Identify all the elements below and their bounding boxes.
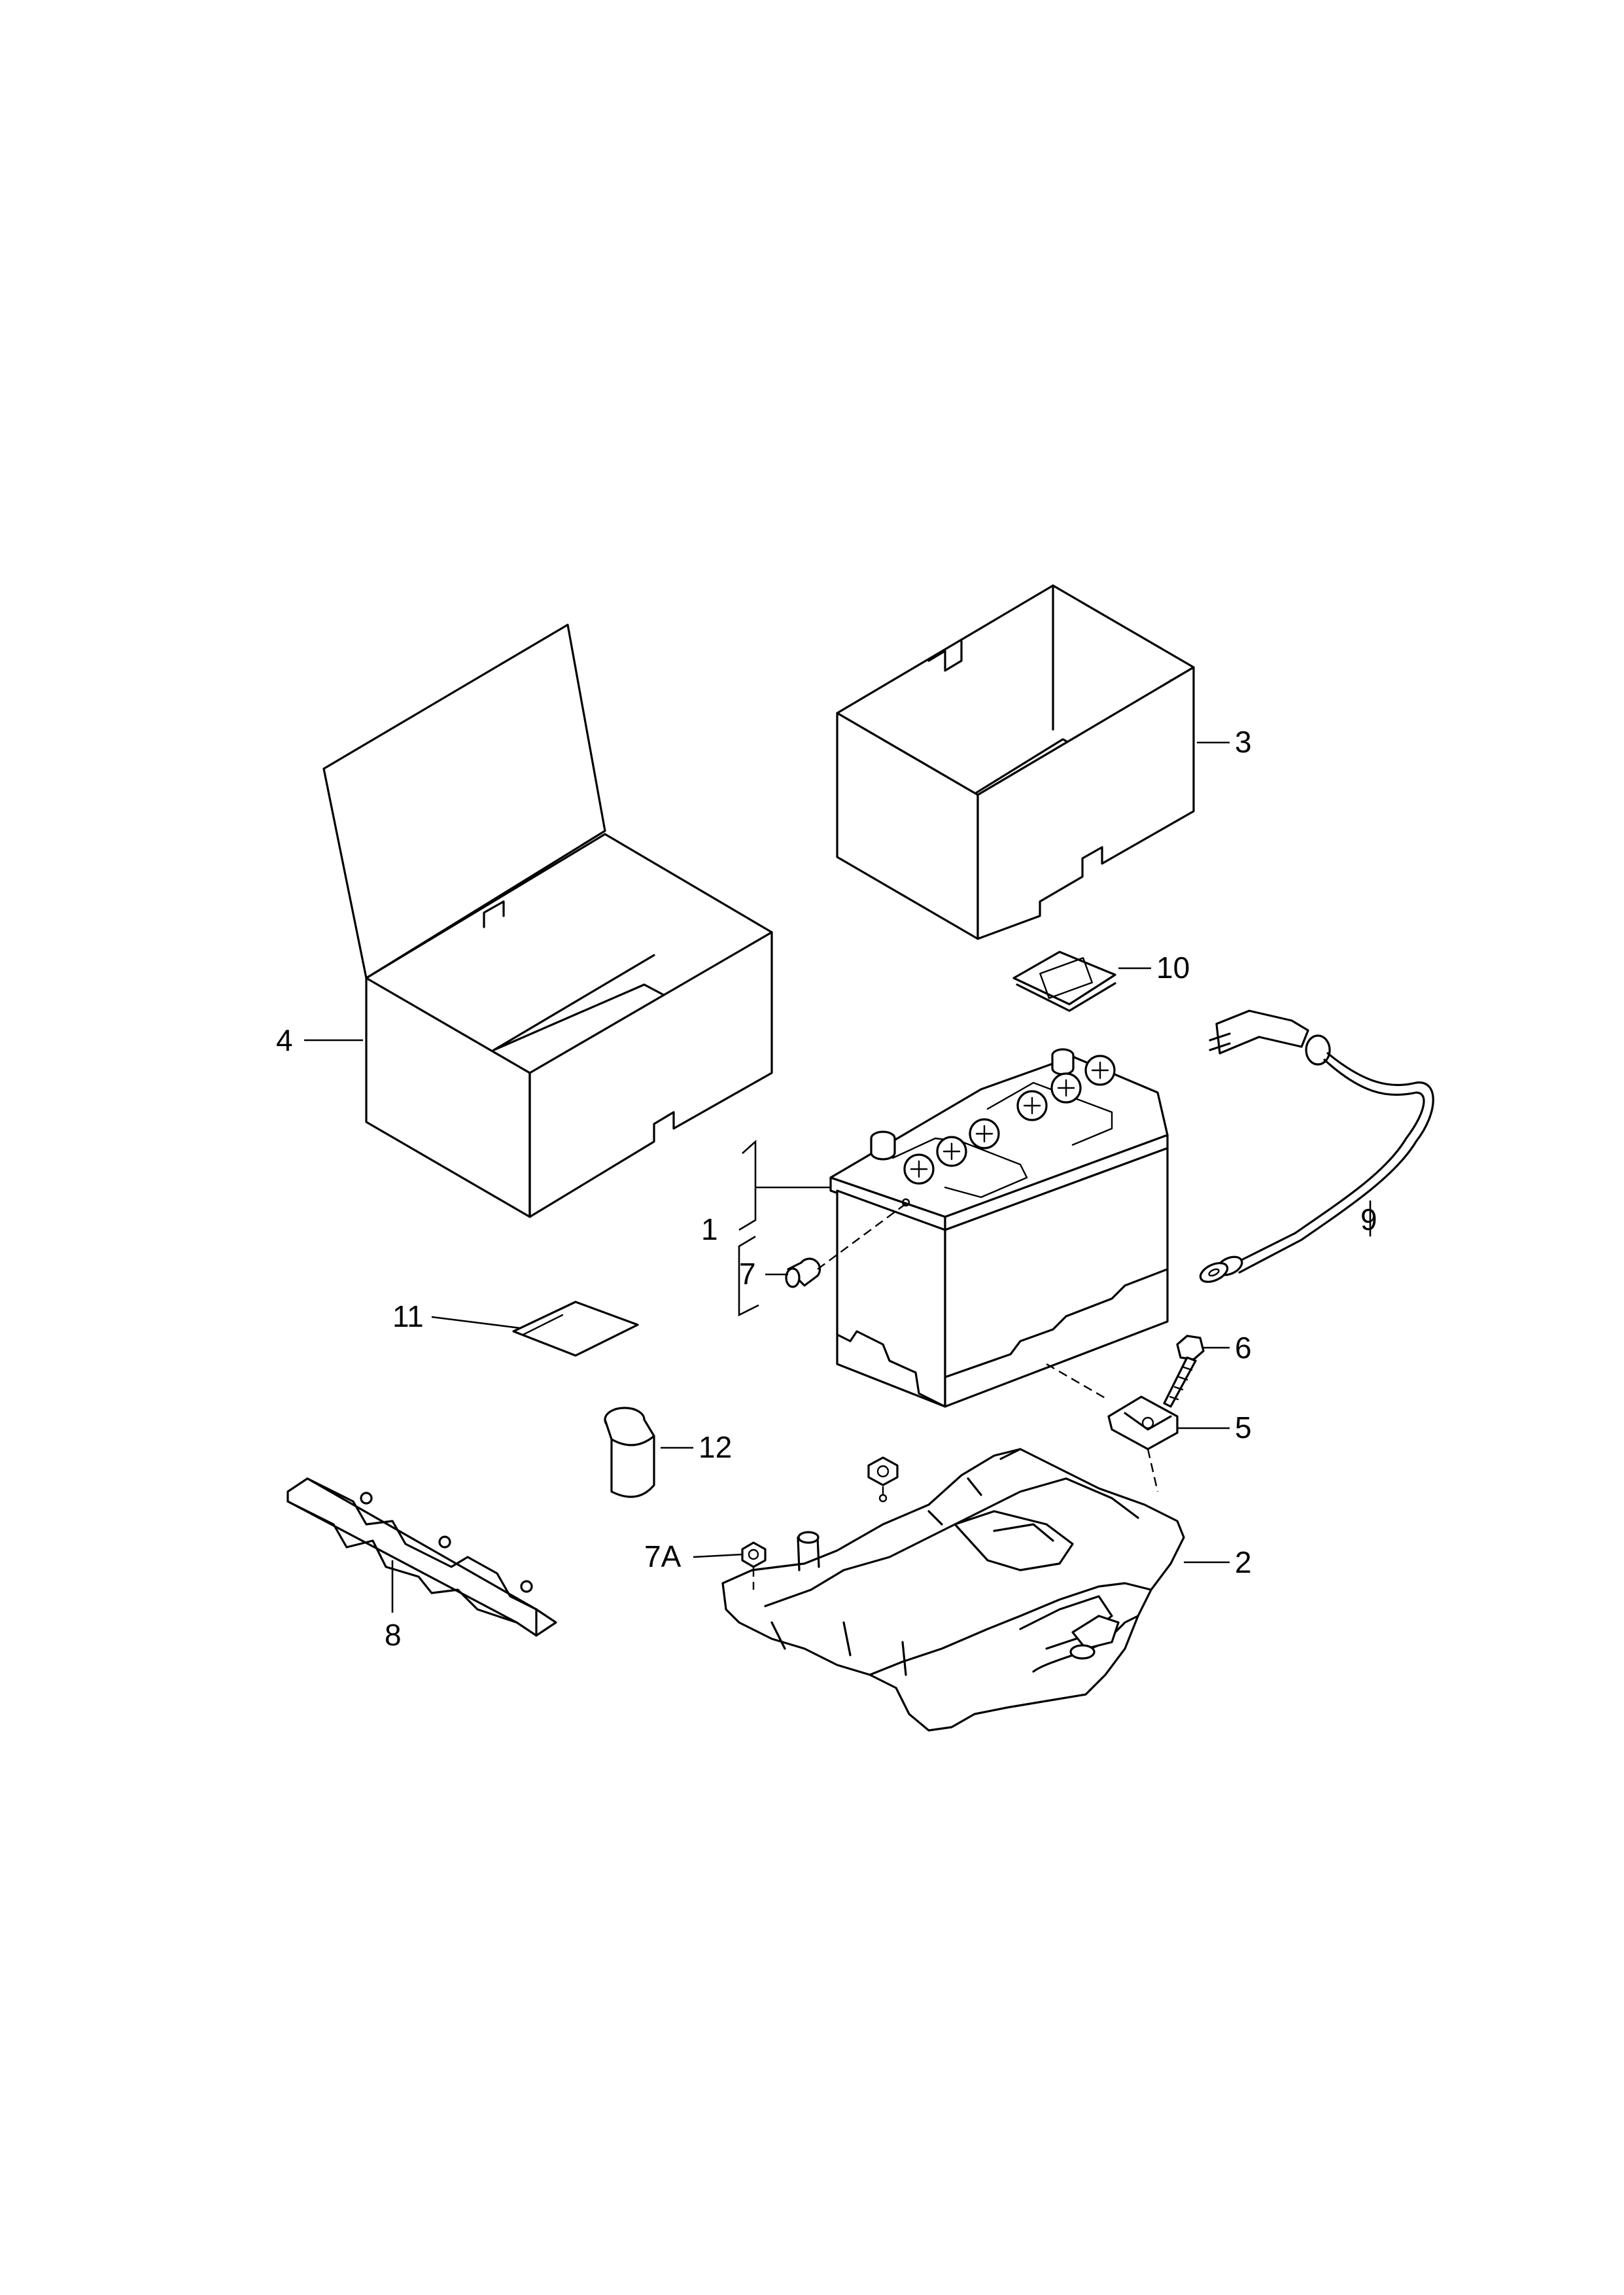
battery-cell-caps [903, 1055, 1116, 1185]
callout-4: 4 [276, 1023, 293, 1057]
callout-1: 1 [701, 1212, 718, 1246]
callout-6: 6 [1235, 1331, 1252, 1365]
callout-10: 10 [1156, 951, 1190, 985]
callout-9: 9 [1360, 1202, 1377, 1236]
part-8-rail [286, 1477, 557, 1637]
part-1-battery [829, 1048, 1169, 1408]
part-7a-nut [741, 1541, 767, 1590]
part-9-ground-cable [1199, 1009, 1434, 1283]
callout-8: 8 [385, 1618, 402, 1652]
callout-11: 11 [392, 1299, 424, 1333]
callout-3: 3 [1235, 725, 1252, 759]
part-11-label [512, 1301, 639, 1357]
part-3-battery-box-lower [836, 584, 1195, 940]
callout-labels: 4 3 10 1 7 9 11 12 6 5 2 7A 8 [276, 725, 1377, 1652]
part-5-hold-down-clamp [1046, 1363, 1179, 1492]
part-12-terminal-cap [604, 1407, 655, 1498]
callout-2: 2 [1235, 1545, 1252, 1579]
callout-5: 5 [1235, 1410, 1252, 1445]
part-2-battery-tray [721, 1448, 1185, 1732]
callout-7: 7 [739, 1257, 756, 1291]
tray-hex-nut [867, 1456, 899, 1503]
part-4-battery-box-with-lid [322, 623, 773, 1218]
callout-12: 12 [699, 1430, 732, 1464]
part-6-bolt [1163, 1335, 1205, 1408]
part-7-vent-plug [785, 1203, 907, 1288]
part-10-pad [1012, 951, 1116, 1012]
leader-lines [304, 741, 1372, 1613]
callout-7a: 7A [644, 1539, 682, 1573]
